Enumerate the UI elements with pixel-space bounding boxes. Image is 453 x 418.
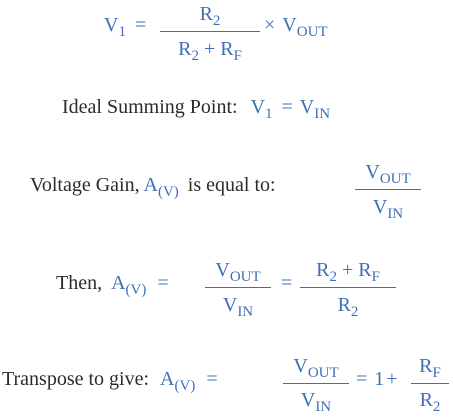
eq4-fraction-bar-2 bbox=[300, 287, 396, 289]
eq3-a: A(V) bbox=[143, 174, 179, 200]
eq5-fraction-1: VOUT VIN bbox=[283, 352, 349, 418]
eq4-lhs: Then, A(V) = bbox=[56, 272, 169, 298]
eq2-v1: V1 bbox=[250, 96, 273, 122]
eq5-numerator-1: VOUT bbox=[293, 355, 339, 381]
eq5-one: 1 bbox=[374, 368, 385, 390]
eq2-equals: = bbox=[281, 96, 293, 118]
eq1-times: × bbox=[264, 14, 276, 36]
eq5-equals-1: = bbox=[206, 368, 218, 390]
eq5-numerator-2: RF bbox=[419, 355, 441, 381]
eq1-den-r2: R bbox=[178, 38, 192, 60]
eq1-denominator: R2 + RF bbox=[160, 38, 260, 64]
eq1-v-sub: 1 bbox=[118, 24, 126, 40]
eq3-numerator: VOUT bbox=[365, 161, 411, 187]
eq3-line: Voltage Gain, A(V) is equal to: bbox=[30, 174, 276, 200]
eq1-den-rf: R bbox=[220, 38, 234, 60]
eq5-denominator-2: R2 bbox=[419, 389, 441, 415]
eq5-equals-2: = bbox=[356, 368, 368, 390]
eq4-numerator-2: R2 + RF bbox=[316, 259, 380, 285]
eq4-numerator-1: VOUT bbox=[215, 259, 261, 285]
eq4-denominator-1: VIN bbox=[222, 294, 254, 320]
eq1-equals: = bbox=[134, 14, 147, 36]
eq1-numerator: R2 bbox=[160, 3, 260, 29]
eq3-label: Voltage Gain, bbox=[30, 174, 140, 196]
eq1-fraction: R2 R2 + RF bbox=[160, 0, 260, 70]
eq1-den-sub2: 2 bbox=[191, 48, 199, 64]
eq1-den-subf: F bbox=[233, 48, 242, 64]
eq1-fraction-bar bbox=[160, 31, 260, 33]
eq3-denominator: VIN bbox=[372, 196, 404, 222]
eq1-den-plus: + bbox=[203, 38, 216, 60]
eq4-label: Then, bbox=[56, 272, 103, 294]
eq1-vout-sub: OUT bbox=[296, 24, 328, 40]
eq1-lhs: V1 = bbox=[104, 14, 147, 40]
eq5-fraction-2: RF R2 bbox=[411, 352, 449, 418]
eq1-num-sub: 2 bbox=[212, 13, 221, 29]
eq1-rhs: × VOUT bbox=[264, 14, 328, 40]
eq2-label: Ideal Summing Point: bbox=[62, 96, 238, 118]
eq1-num-r: R bbox=[199, 3, 213, 25]
eq4-denominator-2: R2 bbox=[337, 294, 359, 320]
eq3-fraction-bar bbox=[355, 189, 421, 191]
eq1-v: V bbox=[104, 14, 119, 36]
eq5-label: Transpose to give: bbox=[2, 368, 150, 390]
eq2-line: Ideal Summing Point: V1 = VIN bbox=[62, 96, 331, 122]
eq1-vout: V bbox=[282, 14, 297, 36]
eq4-equals-2: = bbox=[281, 272, 293, 294]
eq4-fraction-bar-1 bbox=[205, 287, 271, 289]
eq4-equals-1: = bbox=[157, 272, 169, 294]
eq3-text: is equal to: bbox=[187, 174, 276, 196]
eq5-denominator-1: VIN bbox=[300, 389, 332, 415]
eq5-a: A(V) bbox=[160, 368, 196, 394]
eq2-vin: VIN bbox=[299, 96, 331, 122]
eq5-plus: + bbox=[386, 368, 398, 390]
eq5-fraction-bar-2 bbox=[411, 383, 449, 385]
eq5-rhs: = 1+ bbox=[356, 368, 398, 391]
eq5-fraction-bar-1 bbox=[283, 383, 349, 385]
eq4-a: A(V) bbox=[111, 272, 147, 298]
eq3-fraction: VOUT VIN bbox=[355, 158, 421, 228]
eq4-fraction-1: VOUT VIN bbox=[205, 256, 271, 326]
eq4-fraction-2: R2 + RF R2 bbox=[300, 256, 396, 326]
eq5-lhs: Transpose to give: A(V) = bbox=[2, 368, 218, 394]
